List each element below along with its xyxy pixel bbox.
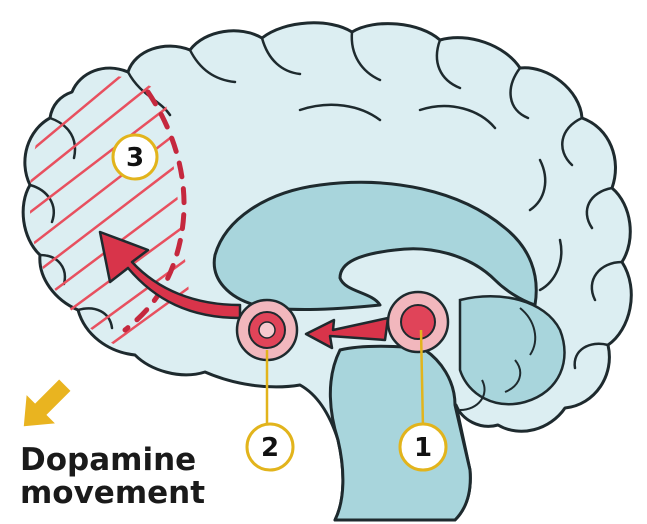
pathway-arrow-2-to-3 — [98, 230, 242, 320]
marker-2: 2 — [245, 422, 295, 472]
marker-3-label: 3 — [126, 143, 144, 173]
marker-2-label: 2 — [261, 433, 279, 463]
caption-line-1: Dopamine — [20, 442, 197, 478]
pathway-arrow-1-to-2 — [304, 316, 390, 350]
ventricle — [212, 180, 538, 311]
cerebellum — [458, 295, 566, 406]
marker-1: 1 — [398, 422, 448, 472]
brain-folds — [28, 30, 624, 370]
prefrontal-boundary — [122, 89, 187, 333]
node-2 — [235, 298, 299, 362]
node-1 — [386, 290, 450, 354]
marker-3: 3 — [111, 133, 159, 181]
leader-line-1 — [419, 329, 425, 429]
legend-caption: Dopamine movement — [20, 444, 205, 510]
cerebellum-folds — [459, 307, 537, 411]
arrow-up-left-icon — [23, 379, 71, 427]
caption-line-2: movement — [20, 475, 206, 511]
marker-1-label: 1 — [414, 433, 432, 463]
